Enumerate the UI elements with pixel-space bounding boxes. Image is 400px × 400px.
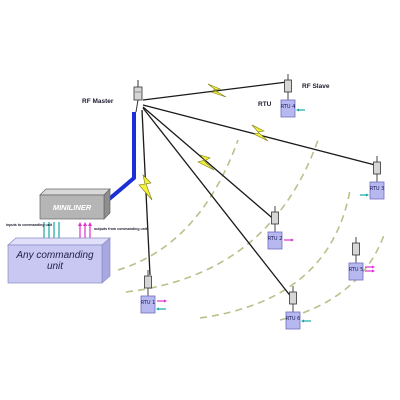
lightning-bolts (138, 83, 269, 201)
rtu-node: RTU 2 (267, 206, 294, 250)
outputs-note: outputs from commanding unit (94, 227, 148, 231)
rtu-box (369, 181, 385, 200)
range-arc-middle (125, 139, 319, 293)
inputs-note: inputs to commanding unit (6, 223, 53, 227)
radio-link-rtu6 (142, 107, 293, 299)
miniliner-label: MINILINER (53, 203, 92, 212)
rtu-heading-label: RTU (258, 101, 272, 108)
rtu-label: RTU 6 (286, 316, 301, 322)
wired-link (106, 112, 136, 202)
radio-link-rtu4 (142, 81, 288, 101)
rtu-box (267, 231, 283, 250)
rf-master-antenna (133, 80, 143, 113)
rtu-node: RTU 5 (348, 237, 375, 281)
range-arc-outer (199, 189, 351, 319)
rtu-node: RTU 4 (280, 74, 305, 118)
lightning-icon (197, 154, 215, 171)
rtu-box (348, 262, 364, 281)
rtu-node: RTU 3 (360, 156, 385, 200)
rtu-label: RTU 1 (141, 300, 156, 306)
rtu-node: RTU 1 (140, 270, 167, 314)
rtu-label: RTU 2 (268, 236, 283, 242)
antenna-icon (133, 86, 143, 101)
commanding-unit: Any commanding unit (7, 237, 111, 284)
antenna-icon (271, 211, 279, 225)
antenna-icon (289, 291, 297, 305)
rtu-label: RTU 3 (370, 186, 385, 192)
rtu-label: RTU 5 (349, 267, 364, 273)
antenna-icon (144, 275, 152, 289)
rtu-box (140, 295, 156, 314)
commanding-unit-label: Any commanding unit (16, 250, 94, 272)
miniliner-box (39, 194, 105, 220)
radio-link-rtu2 (142, 106, 278, 223)
rtu-node: RTU 6 (285, 286, 311, 330)
range-arcs (117, 139, 385, 321)
rf-slave-label: RF Slave (302, 83, 330, 90)
rf-master-label: RF Master (82, 98, 114, 105)
antenna-icon (284, 79, 292, 93)
range-arc-far (279, 234, 385, 321)
range-arc-inner (117, 139, 239, 271)
commanding-unit-box (7, 244, 103, 284)
lightning-icon (207, 83, 227, 98)
rtu-box (280, 99, 296, 118)
antenna-icon (352, 242, 360, 256)
rtu-label: RTU 4 (281, 104, 296, 110)
antenna-icon (373, 161, 381, 175)
lightning-icon (138, 174, 153, 201)
lightning-icon (251, 124, 269, 142)
rtu-box (285, 311, 301, 330)
radio-links (141, 81, 376, 299)
miniliner-unit: MINILINER (39, 188, 111, 220)
